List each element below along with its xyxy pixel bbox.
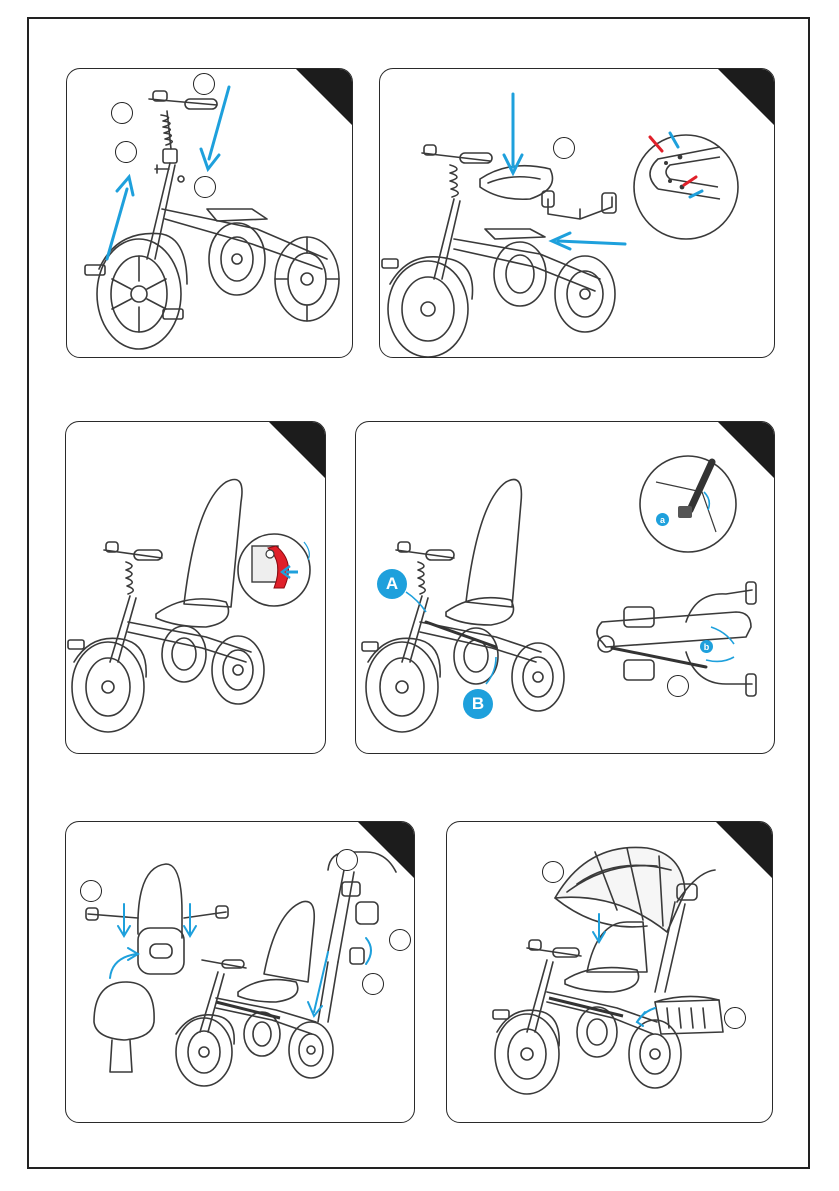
tricycle-illustration (67, 69, 353, 358)
callout-circle (80, 880, 102, 902)
basket-illustration (655, 1000, 723, 1034)
tricycle-illustration (66, 422, 326, 754)
step-panel-5 (65, 821, 415, 1123)
callout-circle (336, 849, 358, 871)
callout-circle (115, 141, 137, 163)
tricycle-illustration (380, 69, 775, 358)
callout-circle (111, 102, 133, 124)
step-letter-B: B (463, 689, 493, 719)
callout-circle (724, 1007, 746, 1029)
callout-circle (193, 73, 215, 95)
step-panel-6 (446, 821, 773, 1123)
arrow-icon (107, 189, 127, 259)
step-panel-4: A B a b (355, 421, 775, 754)
step-letter-A: A (377, 569, 407, 599)
callout-circle (362, 973, 384, 995)
tricycle-illustration (356, 422, 775, 754)
step-letter-b: b (700, 640, 713, 653)
callout-circle (553, 137, 575, 159)
callout-circle (389, 929, 411, 951)
callout-circle (542, 861, 564, 883)
callout-circle (194, 176, 216, 198)
canopy-illustration (555, 847, 685, 932)
callout-circle (667, 675, 689, 697)
step-panel-3 (65, 421, 326, 754)
step-letter-a: a (656, 513, 669, 526)
step-panel-1 (66, 68, 353, 358)
tricycle-illustration (66, 822, 415, 1123)
step-panel-2 (379, 68, 775, 358)
tricycle-illustration (447, 822, 773, 1123)
